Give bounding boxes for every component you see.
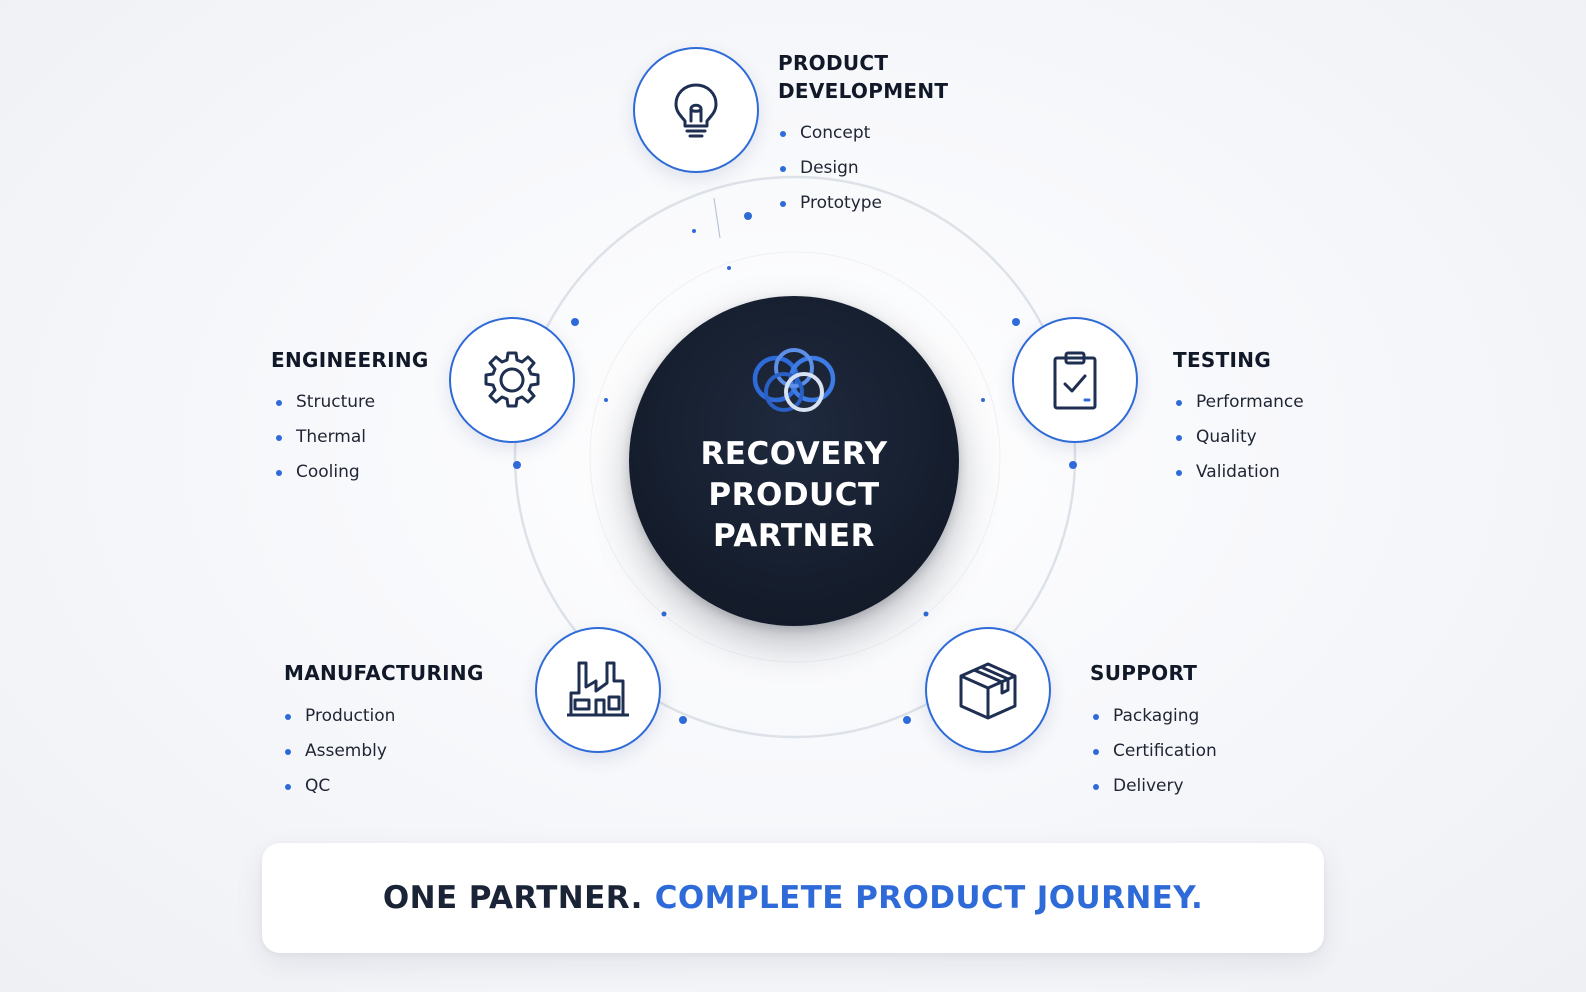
support-list: Packaging Certification Delivery <box>1091 699 1217 804</box>
central-hub: RECOVERY PRODUCT PARTNER <box>629 296 959 626</box>
list-item: Concept <box>778 116 882 151</box>
list-item: Cooling <box>274 455 375 490</box>
product-development-title: PRODUCT DEVELOPMENT <box>778 49 948 105</box>
product-development-title-line-1: PRODUCT <box>778 51 889 75</box>
tagline-lead: ONE PARTNER. <box>382 880 643 916</box>
list-item: Production <box>283 699 395 734</box>
list-item: Performance <box>1174 385 1304 420</box>
product-development-node <box>633 47 759 173</box>
list-item: QC <box>283 769 395 804</box>
list-item: Structure <box>274 385 375 420</box>
tagline-accent: COMPLETE PRODUCT JOURNEY. <box>654 880 1204 916</box>
list-item: Certification <box>1091 734 1217 769</box>
hub-title-line-1: RECOVERY <box>700 436 888 472</box>
manufacturing-node <box>535 627 661 753</box>
product-development-list: Concept Design Prototype <box>778 116 882 221</box>
testing-list: Performance Quality Validation <box>1174 385 1304 490</box>
engineering-node <box>449 317 575 443</box>
manufacturing-title: MANUFACTURING <box>284 661 484 685</box>
tagline-banner: ONE PARTNER. COMPLETE PRODUCT JOURNEY. <box>262 843 1324 953</box>
hub-title: RECOVERY PRODUCT PARTNER <box>669 434 919 557</box>
clipboard-check-icon <box>1053 351 1097 410</box>
list-item: Packaging <box>1091 699 1217 734</box>
list-item: Delivery <box>1091 769 1217 804</box>
lightbulb-icon <box>674 83 718 138</box>
testing-node <box>1012 317 1138 443</box>
hub-title-line-2: PRODUCT <box>708 477 880 513</box>
product-development-title-line-2: DEVELOPMENT <box>778 79 949 103</box>
list-item: Design <box>778 151 882 186</box>
manufacturing-list: Production Assembly QC <box>283 699 395 804</box>
gear-icon <box>484 351 540 408</box>
testing-title: TESTING <box>1173 348 1272 372</box>
list-item: Validation <box>1174 455 1304 490</box>
list-item: Quality <box>1174 420 1304 455</box>
interlocking-rings-logo-icon <box>752 348 836 412</box>
package-box-icon <box>959 662 1017 720</box>
engineering-title: ENGINEERING <box>271 348 429 372</box>
hub-title-line-3: PARTNER <box>713 518 875 554</box>
factory-icon <box>567 661 629 717</box>
list-item: Thermal <box>274 420 375 455</box>
support-node <box>925 627 1051 753</box>
support-title: SUPPORT <box>1090 661 1198 685</box>
list-item: Assembly <box>283 734 395 769</box>
engineering-list: Structure Thermal Cooling <box>274 385 375 490</box>
list-item: Prototype <box>778 186 882 221</box>
